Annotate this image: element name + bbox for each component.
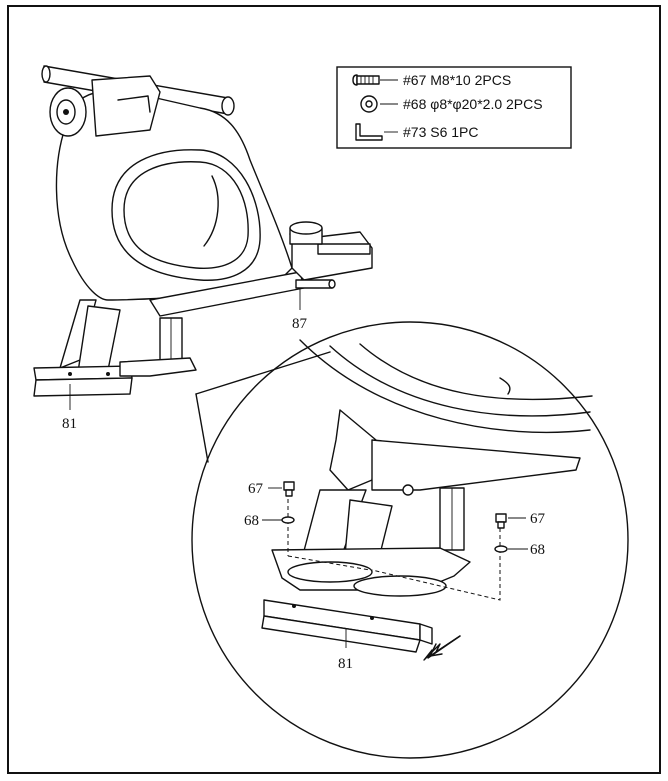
front-stabilizer (33, 357, 197, 397)
legend-item-allen-key: #73 S6 1PC (403, 124, 479, 140)
callout-81-detail: 81 (338, 656, 353, 672)
callout-87: 87 (292, 316, 308, 332)
frame-illustration: 87 81 (33, 65, 373, 432)
callout-68-right: 68 (530, 542, 545, 558)
legend-item-bolt: #67 M8*10 2PCS (403, 72, 511, 88)
main-shroud (55, 89, 293, 301)
flywheel-cover (111, 149, 261, 281)
washer-left (281, 516, 295, 524)
allen-key-icon (355, 123, 398, 141)
callout-67-right: 67 (530, 511, 546, 527)
washer-icon (360, 95, 398, 113)
tension-knob (49, 87, 87, 137)
detail-view: 67 68 67 68 81 (191, 321, 629, 759)
callout-68-left: 68 (244, 513, 259, 529)
stabilizer-detail (261, 599, 433, 653)
hardware-legend: #67 M8*10 2PCS #68 φ8*φ20*2.0 2PCS #73 S… (336, 66, 572, 149)
bolt-right (495, 513, 507, 529)
washer-right (494, 545, 508, 553)
callout-81-top: 81 (62, 416, 77, 432)
page-border (7, 5, 661, 774)
callout-67-left: 67 (248, 481, 264, 497)
bolt-icon (352, 74, 398, 86)
seat-post (289, 221, 373, 289)
bolt-left (283, 481, 295, 497)
legend-item-washer: #68 φ8*φ20*2.0 2PCS (403, 96, 543, 112)
